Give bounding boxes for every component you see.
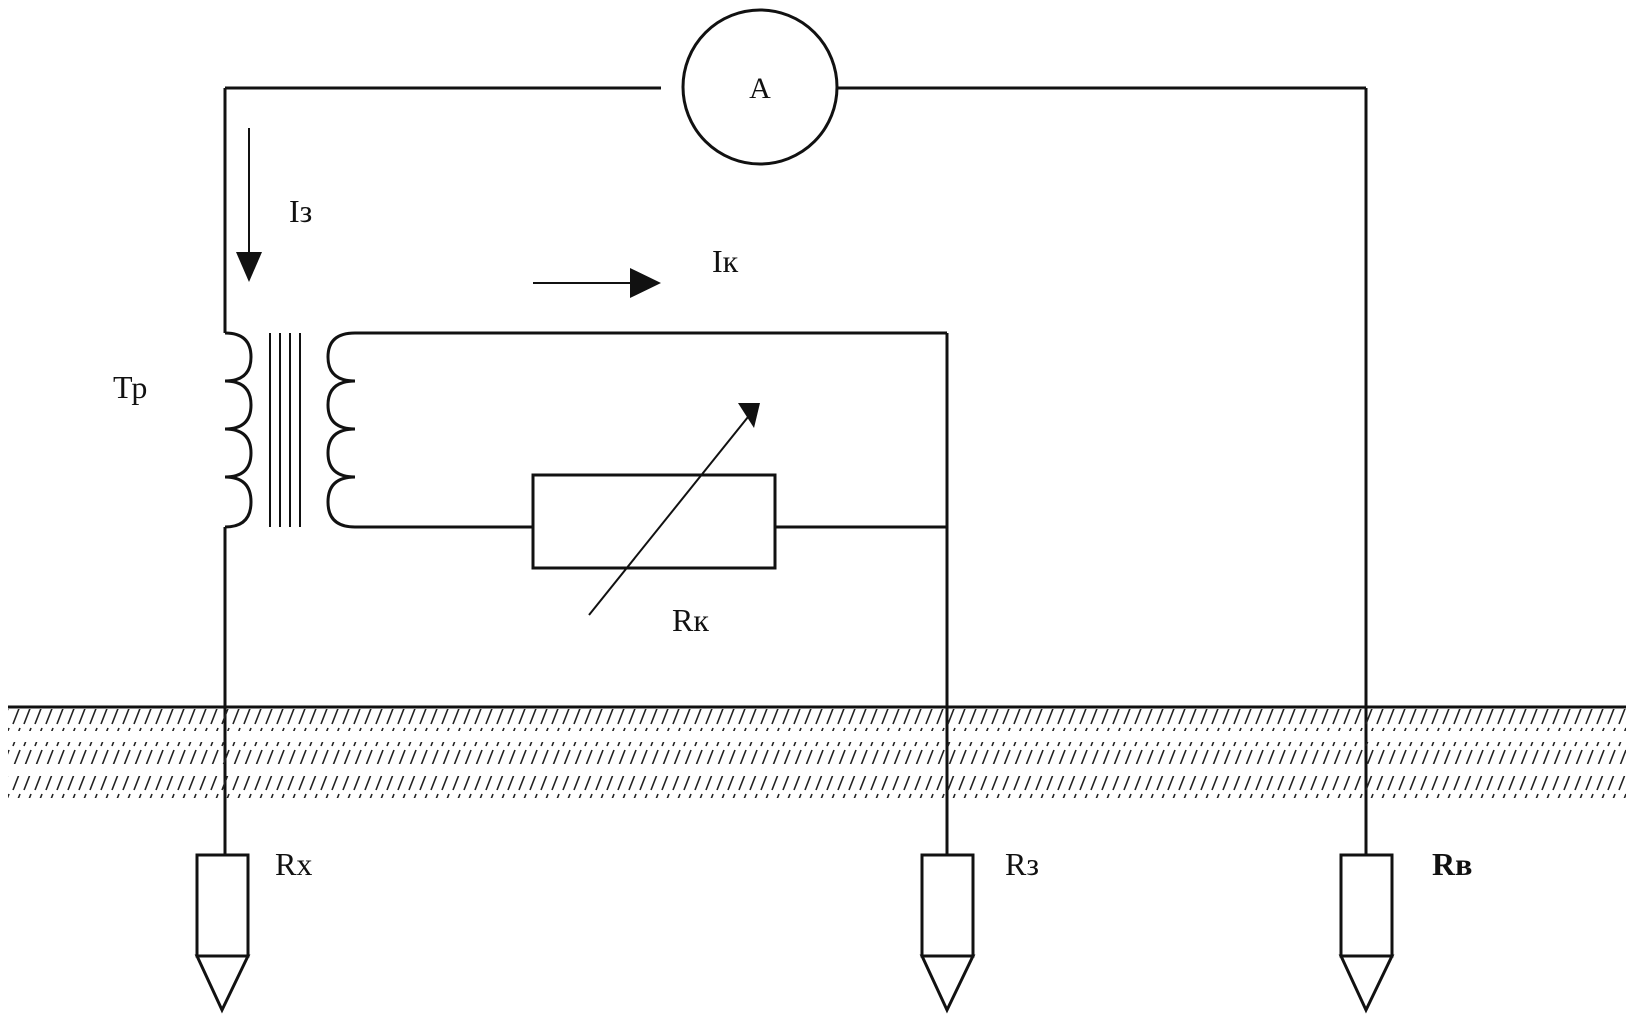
ground-layer	[8, 705, 1626, 798]
variable-resistor-label: Rк	[672, 602, 709, 638]
ground-current-arrow	[236, 128, 262, 282]
electrode-auxiliary-label: Rв	[1432, 846, 1472, 882]
electrode-grounding	[919, 853, 976, 1014]
ammeter: A	[681, 8, 839, 166]
compensation-current-label: Iк	[712, 243, 739, 279]
electrode-auxiliary	[1338, 853, 1395, 1014]
secondary-circuit-wires	[355, 331, 949, 855]
variable-resistor	[531, 403, 777, 616]
electrode-measured	[194, 853, 251, 1014]
electrode-measured-label: Rx	[275, 846, 312, 882]
electrode-grounding-label: Rз	[1005, 846, 1039, 882]
transformer-label: Тр	[113, 369, 147, 405]
transformer	[224, 331, 356, 529]
ammeter-label: A	[749, 72, 771, 105]
ground-current-label: Iз	[289, 193, 312, 229]
compensation-current-arrow	[533, 268, 661, 298]
